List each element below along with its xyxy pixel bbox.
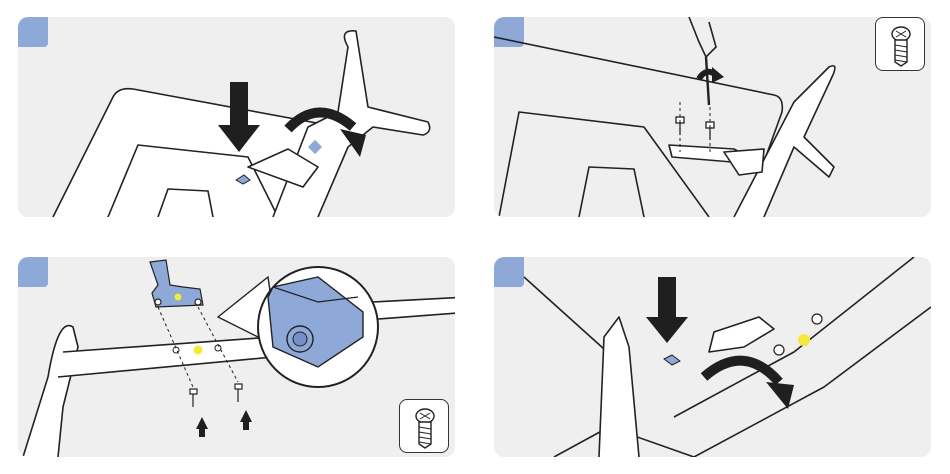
- slot-mark: [664, 355, 680, 365]
- screw-callout: [875, 17, 925, 71]
- detail-magnifier: [218, 267, 378, 387]
- illustration-insert-rotate: [494, 257, 931, 457]
- screwdriver-icon: [689, 17, 716, 105]
- illustration-bracket: [18, 257, 455, 457]
- step-panel-1: [18, 17, 455, 217]
- screw-icon: [190, 384, 242, 407]
- step-panel-3: [18, 257, 455, 457]
- marker-dot: [194, 346, 203, 355]
- screw-icon: [876, 18, 926, 72]
- illustration-attach-stand: [18, 17, 455, 217]
- arrow-up-icon: [196, 410, 252, 437]
- screw-callout: [399, 399, 449, 453]
- step-panel-4: [494, 257, 931, 457]
- arrow-down-icon: [646, 277, 688, 343]
- illustration-fasten-screws: [494, 17, 931, 217]
- screw-icon: [400, 400, 450, 454]
- marker-dot: [175, 294, 182, 301]
- curved-arrow-icon: [704, 361, 794, 409]
- screw-icon: [676, 117, 714, 140]
- marker-dot: [798, 334, 810, 346]
- step-panel-2: [494, 17, 931, 217]
